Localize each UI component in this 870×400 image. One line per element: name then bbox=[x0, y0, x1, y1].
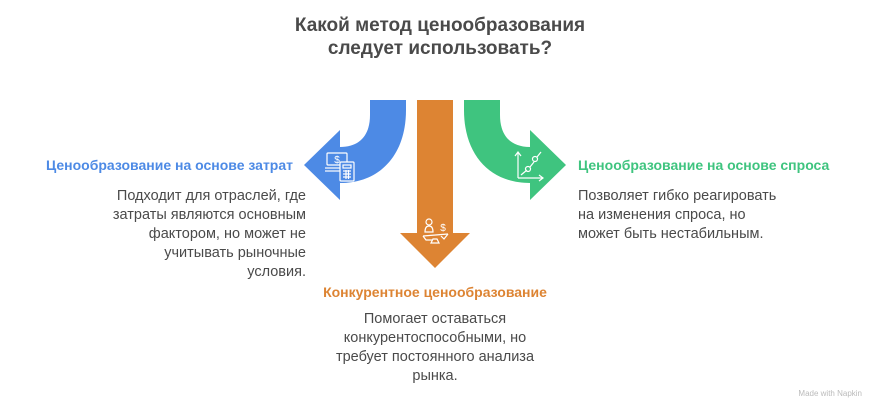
money-calculator-icon: $ bbox=[325, 152, 355, 182]
competitive-description: Помогает оставаться конкурентоспособными… bbox=[335, 311, 535, 384]
diagram-title: Какой метод ценообразования следует испо… bbox=[294, 15, 586, 59]
demand-heading: Ценообразование на основе спроса bbox=[578, 157, 830, 173]
growth-chart-icon bbox=[514, 151, 544, 182]
cost-description: Подходит для отраслей, где затраты являю… bbox=[112, 188, 306, 280]
demand-description: Позволяет гибко реагировать на изменения… bbox=[578, 188, 777, 242]
svg-text:$: $ bbox=[334, 155, 340, 166]
demand-arrow bbox=[464, 100, 566, 200]
svg-text:$: $ bbox=[440, 223, 446, 234]
competitive-heading: Конкурентное ценообразование bbox=[323, 284, 547, 300]
competitive-arrow bbox=[400, 100, 470, 268]
cost-heading: Ценообразование на основе затрат bbox=[45, 157, 293, 173]
footer-watermark: Made with Napkin bbox=[798, 389, 862, 398]
person-scale-dollar-icon: $ bbox=[422, 218, 449, 244]
cost-arrow bbox=[304, 100, 406, 200]
